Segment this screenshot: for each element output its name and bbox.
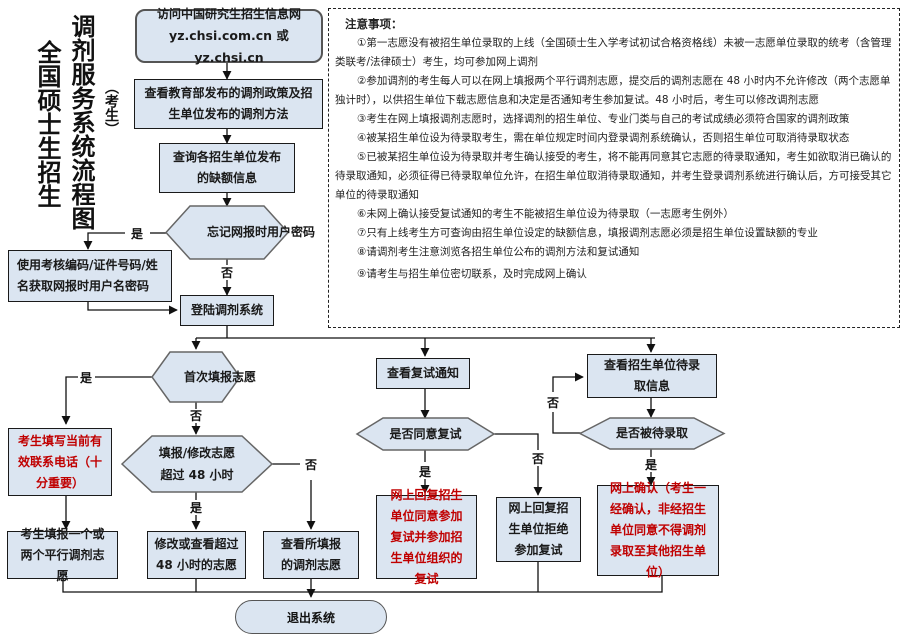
over-48h-line1: 填报/修改志愿	[158, 446, 236, 460]
node-visit-site: 访问中国研究生招生信息网 yz.chsi.com.cn 或 yz.chsi.cn	[135, 7, 323, 65]
node-login: 登陆调剂系统	[180, 295, 274, 326]
is-pending-text: 是否被待录取	[615, 426, 688, 440]
node-reply-refuse: 网上回复招生单位拒绝参加复试	[496, 497, 581, 562]
main-title: 全国硕士生招生	[33, 40, 61, 208]
label-pending-no: 否	[547, 396, 560, 410]
agree-retest-text: 是否同意复试	[389, 426, 462, 441]
node-reply-agree: 网上回复招生单位同意参加复试并参加招生单位组织的复试	[376, 488, 477, 586]
edge-is-no-b	[552, 372, 584, 392]
label-agree-yes: 是	[419, 465, 432, 479]
label-pending-yes: 是	[645, 458, 658, 472]
edge-forgot-yes-2	[83, 232, 125, 250]
audience-label: （考生）	[103, 80, 119, 136]
label-forgot-yes: 是	[131, 227, 144, 241]
node-view-policy: 查看教育部发布的调剂政策及招生单位发布的调剂方法	[134, 79, 323, 129]
node-view-pending: 查看招生单位待录取信息	[587, 354, 717, 398]
node-over-48h: 填报/修改志愿 超过 48 小时	[120, 435, 274, 493]
node-view-retest: 查看复试通知	[376, 358, 470, 389]
node-retrieve-password: 使用考核编码/证件号码/姓名获取网报时用户名密码	[8, 250, 172, 302]
note-item-9: ⑨请考生与招生单位密切联系，及时完成网上确认	[357, 268, 587, 280]
note-item-6: ⑥未网上确认接受复试通知的考生不能被招生单位设为待录取（一志愿考生例外）	[357, 208, 734, 220]
node-first-fill: 首次填报志愿	[151, 351, 256, 403]
node-fill-one-or-two: 考生填报一个或两个平行调剂志愿	[7, 527, 118, 583]
over-48h-line2: 超过 48 小时	[160, 468, 234, 482]
edge-agree-no-a	[494, 433, 539, 450]
notes-panel: 注意事项： ①第一志愿没有被招生单位录取的上线（全国硕士生入学考试初试合格资格线…	[328, 8, 900, 328]
note-item-3: ③考生在网上填报调剂志愿时，选择调剂的招生单位、专业门类与自己的考试成绩必须符合…	[357, 113, 850, 125]
note-item-5: ⑤已被某招生单位设为待录取并考生确认接受的考生，将不能再同意其它志愿的待录取通知…	[335, 151, 892, 201]
node-confirm-online: 网上确认（考生一经确认，非经招生单位同意不得调剂录取至其他招生单位）	[597, 481, 719, 579]
over-48h-text: 填报/修改志愿 超过 48 小时	[122, 436, 272, 492]
note-item-8: ⑧请调剂考生注意浏览各招生单位公布的调剂方法和复试通知	[357, 246, 640, 258]
label-over48-no: 否	[305, 458, 318, 472]
visit-site-line1: 访问中国研究生招生信息网	[156, 7, 301, 21]
node-is-pending: 是否被待录取	[578, 417, 726, 450]
node-forgot-password: 忘记网报时用户密码	[164, 205, 315, 260]
label-forgot-no: 否	[221, 266, 234, 280]
first-fill-text: 首次填报志愿	[183, 369, 256, 384]
label-agree-no: 否	[532, 452, 545, 466]
node-view-filled: 查看所填报的调剂志愿	[263, 531, 359, 579]
note-item-4: ④被某招生单位设为待录取考生，需在单位规定时间内登录调剂系统确认，否则招生单位可…	[357, 132, 850, 144]
node-agree-retest: 是否同意复试	[355, 417, 496, 451]
node-modify-after-48h: 修改或查看超过48 小时的志愿	[147, 531, 246, 579]
sub-title: 调剂服务系统流程图	[67, 14, 95, 230]
label-first-yes: 是	[80, 371, 93, 385]
visit-site-line2: yz.chsi.com.cn 或 yz.chsi.cn	[169, 28, 289, 65]
node-exit: 退出系统	[235, 600, 387, 634]
label-over48-yes: 是	[190, 501, 203, 515]
notes-heading: 注意事项：	[345, 17, 403, 31]
node-query-vacancy: 查询各招生单位发布的缺额信息	[159, 143, 295, 193]
forgot-password-text: 忘记网报时用户密码	[206, 225, 315, 239]
label-first-no: 否	[190, 409, 203, 423]
edge-retrieve-to-login	[87, 302, 178, 315]
note-item-2: ②参加调剂的考生每人可以在网上填报两个平行调剂志愿，提交后的调剂志愿在 48 小…	[335, 75, 891, 106]
edge-is-no-a	[552, 412, 583, 434]
note-item-7: ⑦只有上线考生方可查询由招生单位设定的缺额信息，填报调剂志愿必须是招生单位设置缺…	[357, 227, 818, 239]
edge-first-yes-b	[61, 376, 78, 425]
node-fill-phone: 考生填写当前有效联系电话（十分重要）	[8, 428, 112, 496]
note-item-1: ①第一志愿没有被招生单位录取的上线（全国硕士生入学考试初试合格资格线）未被一志愿…	[335, 37, 892, 68]
